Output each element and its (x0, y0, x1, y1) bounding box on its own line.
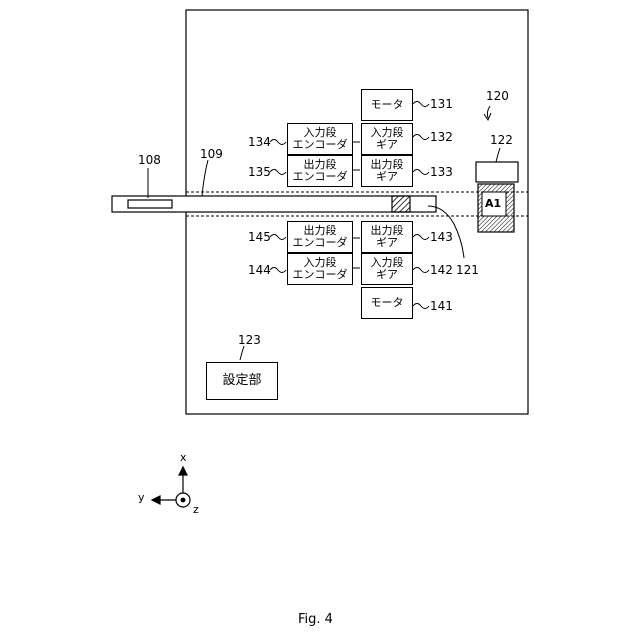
output-gear-block-top: 出力段 ギア (361, 155, 413, 187)
block-text: モータ (371, 297, 404, 309)
output-encoder-block-bottom: 出力段 エンコーダ (287, 221, 353, 253)
camera-image-label: A1 (485, 198, 501, 210)
motor-block-bottom: モータ (361, 287, 413, 319)
block-text: 設定部 (222, 375, 261, 387)
output-gear-block-bottom: 出力段 ギア (361, 221, 413, 253)
block-text: モータ (371, 99, 404, 111)
ref-123: 123 (238, 334, 261, 346)
input-gear-block-top: 入力段 ギア (361, 123, 413, 155)
block-text: エンコーダ (293, 171, 348, 183)
setting-unit-block: 設定部 (206, 362, 278, 400)
ref-145: 145 (248, 231, 271, 243)
input-encoder-block-top: 入力段 エンコーダ (287, 123, 353, 155)
ref-122: 122 (490, 134, 513, 146)
ref-121: 121 (456, 264, 479, 276)
ref-134: 134 (248, 136, 271, 148)
ref-143: 143 (430, 231, 453, 243)
block-text: エンコーダ (293, 139, 348, 151)
ref-109: 109 (200, 148, 223, 160)
input-gear-block-bottom: 入力段 ギア (361, 253, 413, 285)
marker-hatched (392, 196, 410, 212)
ref-144: 144 (248, 264, 271, 276)
block-text: エンコーダ (293, 237, 348, 249)
camera-body (476, 162, 518, 182)
axis-label-y: y (138, 492, 145, 504)
block-text: ギア (376, 237, 398, 249)
arm-tip (128, 200, 172, 208)
figure-caption: Fig. 4 (298, 614, 333, 626)
motor-block-top: モータ (361, 89, 413, 121)
ref-120: 120 (486, 90, 509, 102)
block-text: ギア (376, 171, 398, 183)
output-encoder-block-top: 出力段 エンコーダ (287, 155, 353, 187)
block-text: ギア (376, 269, 398, 281)
block-text: ギア (376, 139, 398, 151)
axis-label-z: z (193, 504, 199, 516)
ref-135: 135 (248, 166, 271, 178)
ref-132: 132 (430, 131, 453, 143)
axis-label-x: x (180, 452, 187, 464)
ref-108: 108 (138, 154, 161, 166)
axis-icon (152, 467, 190, 507)
ref-142: 142 (430, 264, 453, 276)
ref-131: 131 (430, 98, 453, 110)
input-encoder-block-bottom: 入力段 エンコーダ (287, 253, 353, 285)
ref-141: 141 (430, 300, 453, 312)
ref-133: 133 (430, 166, 453, 178)
block-text: エンコーダ (293, 269, 348, 281)
